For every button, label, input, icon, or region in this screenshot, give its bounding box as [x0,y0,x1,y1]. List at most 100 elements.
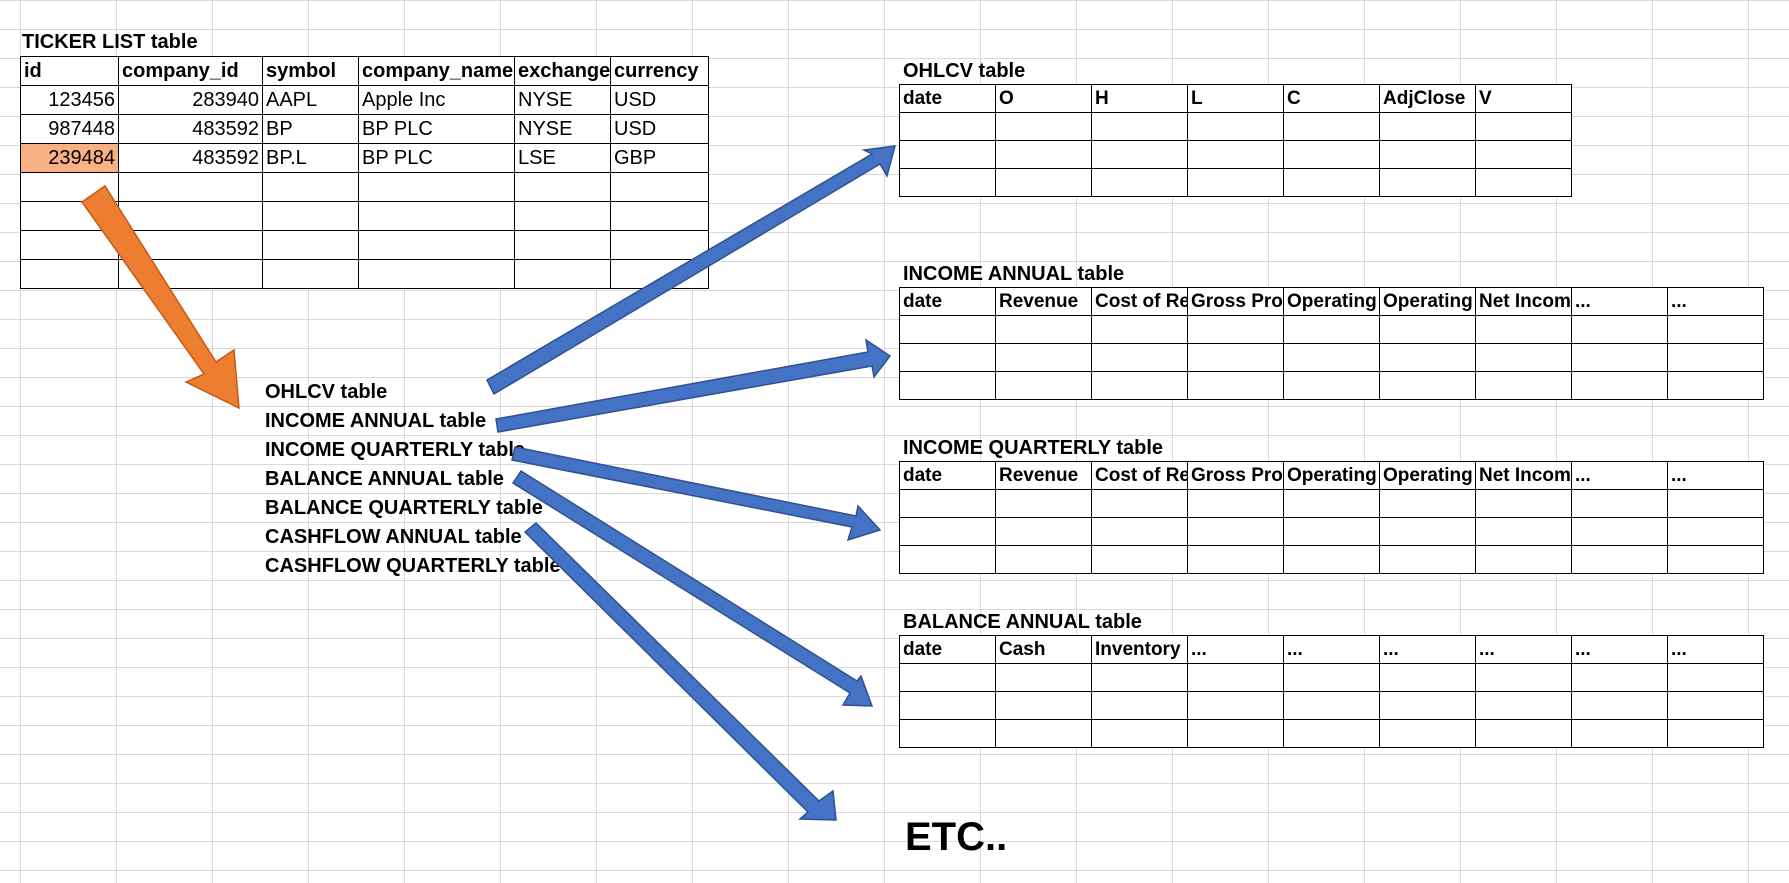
empty-cell[interactable] [1379,140,1476,169]
empty-cell[interactable] [20,172,119,202]
empty-cell[interactable] [1571,545,1668,574]
table-cell[interactable]: GBP [610,143,709,173]
empty-cell[interactable] [610,259,709,289]
empty-cell[interactable] [1091,112,1188,141]
empty-cell[interactable] [1283,545,1380,574]
empty-cell[interactable] [358,259,515,289]
empty-cell[interactable] [1667,371,1764,400]
table-cell[interactable]: BP PLC [358,143,515,173]
empty-cell[interactable] [995,371,1092,400]
empty-cell[interactable] [1187,112,1284,141]
empty-cell[interactable] [899,663,996,692]
empty-cell[interactable] [1667,663,1764,692]
empty-cell[interactable] [514,259,611,289]
empty-cell[interactable] [1475,168,1572,197]
empty-cell[interactable] [1379,691,1476,720]
empty-cell[interactable] [995,545,1092,574]
empty-cell[interactable] [1379,168,1476,197]
empty-cell[interactable] [20,201,119,231]
empty-cell[interactable] [610,172,709,202]
empty-cell[interactable] [1283,691,1380,720]
empty-cell[interactable] [899,112,996,141]
empty-cell[interactable] [610,201,709,231]
table-cell[interactable]: 283940 [118,85,263,115]
empty-cell[interactable] [1379,663,1476,692]
empty-cell[interactable] [995,663,1092,692]
empty-cell[interactable] [899,371,996,400]
empty-cell[interactable] [899,517,996,546]
empty-cell[interactable] [1475,315,1572,344]
empty-cell[interactable] [995,112,1092,141]
table-cell[interactable]: 123456 [20,85,119,115]
empty-cell[interactable] [1283,517,1380,546]
empty-cell[interactable] [1667,719,1764,748]
empty-cell[interactable] [262,201,359,231]
empty-cell[interactable] [1475,489,1572,518]
empty-cell[interactable] [1571,517,1668,546]
empty-cell[interactable] [1187,168,1284,197]
empty-cell[interactable] [1475,691,1572,720]
empty-cell[interactable] [1667,517,1764,546]
empty-cell[interactable] [20,259,119,289]
empty-cell[interactable] [1091,517,1188,546]
empty-cell[interactable] [899,315,996,344]
empty-cell[interactable] [1187,663,1284,692]
empty-cell[interactable] [1571,315,1668,344]
empty-cell[interactable] [995,315,1092,344]
empty-cell[interactable] [1571,663,1668,692]
empty-cell[interactable] [610,230,709,260]
empty-cell[interactable] [995,517,1092,546]
empty-cell[interactable] [1283,168,1380,197]
empty-cell[interactable] [1283,371,1380,400]
empty-cell[interactable] [1283,489,1380,518]
empty-cell[interactable] [1571,489,1668,518]
empty-cell[interactable] [262,172,359,202]
empty-cell[interactable] [1475,140,1572,169]
empty-cell[interactable] [899,140,996,169]
empty-cell[interactable] [995,489,1092,518]
empty-cell[interactable] [1091,140,1188,169]
highlighted-id-cell[interactable]: 239484 [20,143,119,173]
empty-cell[interactable] [995,343,1092,372]
empty-cell[interactable] [1091,315,1188,344]
empty-cell[interactable] [899,343,996,372]
table-cell[interactable]: LSE [514,143,611,173]
empty-cell[interactable] [995,140,1092,169]
empty-cell[interactable] [1571,719,1668,748]
empty-cell[interactable] [1379,719,1476,748]
empty-cell[interactable] [1091,691,1188,720]
table-cell[interactable]: AAPL [262,85,359,115]
empty-cell[interactable] [1475,112,1572,141]
empty-cell[interactable] [1283,112,1380,141]
table-cell[interactable]: BP PLC [358,114,515,144]
empty-cell[interactable] [1187,545,1284,574]
empty-cell[interactable] [1187,371,1284,400]
empty-cell[interactable] [514,230,611,260]
empty-cell[interactable] [1379,371,1476,400]
empty-cell[interactable] [1475,371,1572,400]
empty-cell[interactable] [1187,140,1284,169]
table-cell[interactable]: NYSE [514,114,611,144]
empty-cell[interactable] [1091,545,1188,574]
empty-cell[interactable] [899,489,996,518]
empty-cell[interactable] [118,259,263,289]
table-cell[interactable]: USD [610,85,709,115]
empty-cell[interactable] [1187,343,1284,372]
empty-cell[interactable] [1091,663,1188,692]
empty-cell[interactable] [1187,719,1284,748]
table-cell[interactable]: BP [262,114,359,144]
empty-cell[interactable] [995,168,1092,197]
empty-cell[interactable] [1667,489,1764,518]
empty-cell[interactable] [1475,719,1572,748]
table-cell[interactable]: 987448 [20,114,119,144]
empty-cell[interactable] [1091,168,1188,197]
table-cell[interactable]: NYSE [514,85,611,115]
empty-cell[interactable] [1379,517,1476,546]
empty-cell[interactable] [1283,343,1380,372]
empty-cell[interactable] [1475,343,1572,372]
empty-cell[interactable] [262,230,359,260]
empty-cell[interactable] [118,230,263,260]
empty-cell[interactable] [358,172,515,202]
empty-cell[interactable] [1475,663,1572,692]
empty-cell[interactable] [358,201,515,231]
